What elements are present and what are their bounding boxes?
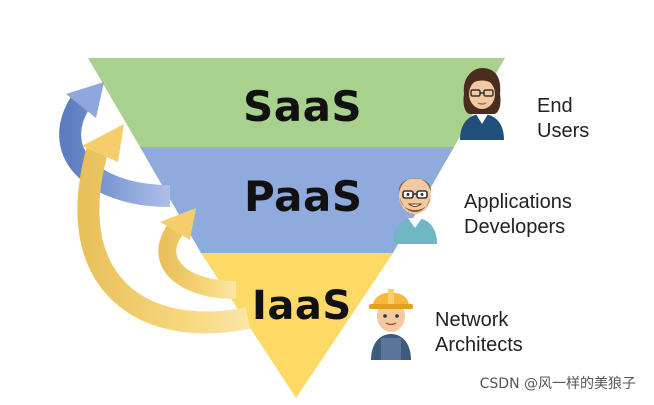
yellow-inner-curved-arrow [158,208,237,299]
iaas-layer [201,253,393,398]
saas-label: SaaS [243,82,363,131]
architect-avatar [369,289,413,360]
network-architects-label: Network Architects [435,308,523,358]
end-users-line1: End [537,95,573,117]
app-developers-line2: Developers [464,216,566,238]
saas-layer [88,58,505,147]
end-users-line2: Users [537,120,590,142]
end-user-avatar [460,68,504,140]
paas-label: PaaS [244,172,363,221]
yellow-outer-curved-arrow [77,124,251,334]
paas-layer [140,147,454,253]
end-users-label: End Users [537,94,589,144]
network-architects-line2: Architects [435,334,523,356]
developer-avatar [393,178,437,244]
network-architects-line1: Network [435,309,509,331]
csdn-watermark: CSDN @风一样的美狼子 [479,376,636,392]
app-developers-line1: Applications [464,191,572,213]
iaas-label: IaaS [252,283,352,329]
app-developers-label: Applications Developers [464,190,572,240]
